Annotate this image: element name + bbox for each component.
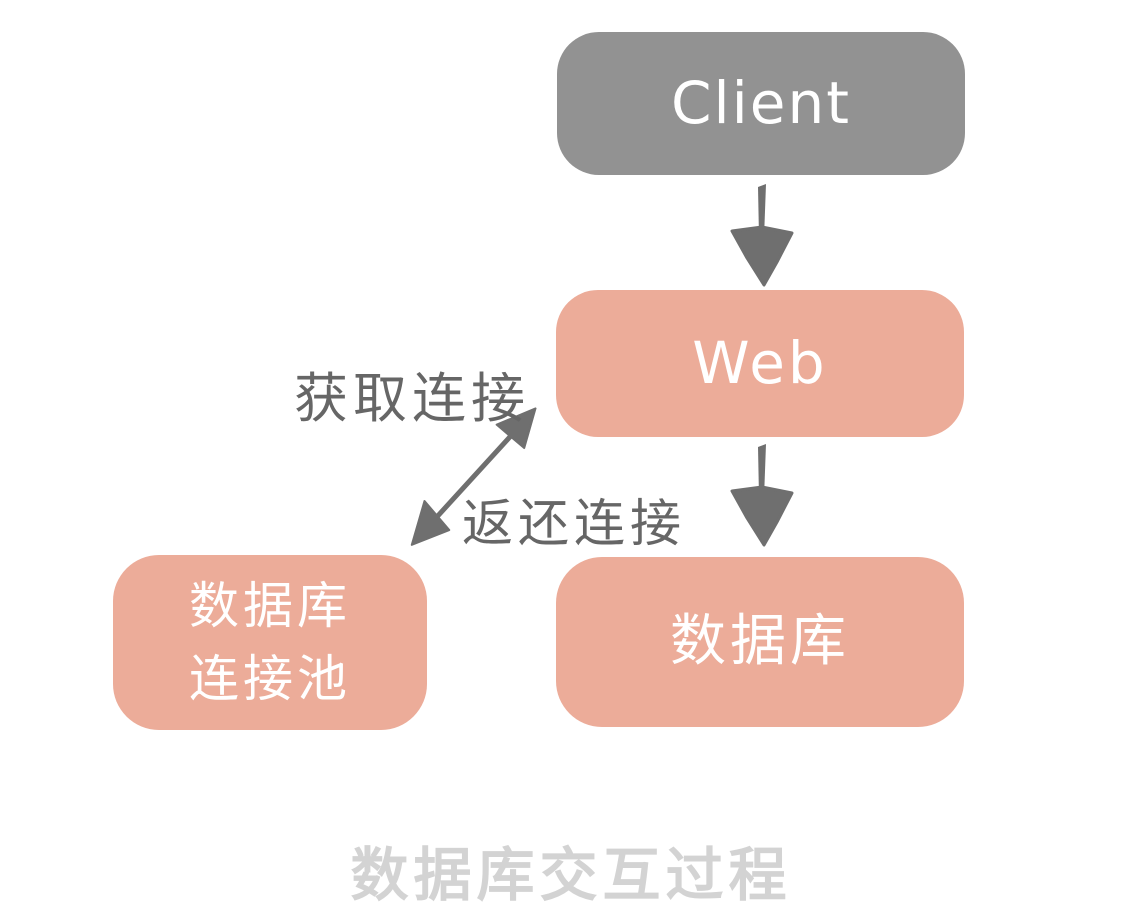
edge-label-get-connection: 获取连接 bbox=[294, 367, 530, 430]
node-connection-pool-label-line1: 数据库 bbox=[189, 577, 351, 635]
node-database: 数据库 bbox=[556, 557, 964, 727]
node-client: Client bbox=[557, 32, 965, 175]
node-database-label: 数据库 bbox=[670, 609, 850, 675]
arrow-down-web-to-database-icon bbox=[730, 444, 794, 547]
diagram-title: 数据库交互过程 bbox=[350, 841, 792, 909]
node-connection-pool: 数据库 连接池 bbox=[113, 555, 427, 730]
node-connection-pool-label-line2: 连接池 bbox=[189, 649, 351, 708]
double-arrow-web-to-pool-icon bbox=[410, 407, 537, 546]
node-web-label: Web bbox=[692, 328, 828, 397]
node-client-label: Client bbox=[671, 68, 851, 137]
edge-label-return-connection: 返还连接 bbox=[462, 495, 687, 554]
arrow-down-client-to-web-icon bbox=[730, 184, 794, 287]
node-web: Web bbox=[556, 290, 964, 437]
